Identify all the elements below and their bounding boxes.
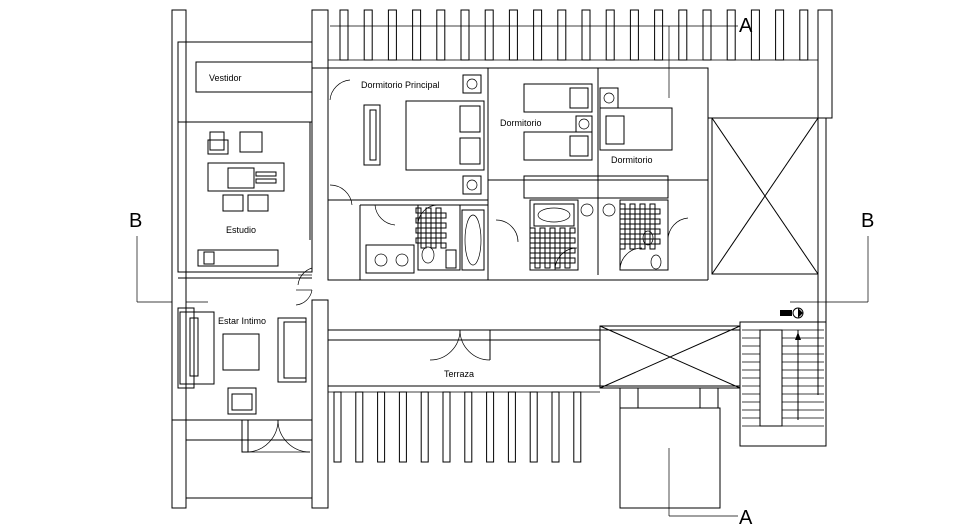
bottom-terrace-railing	[328, 391, 600, 463]
room-label-dormitorio-2: Dormitorio	[611, 155, 653, 165]
section-line-a	[330, 25, 738, 517]
bathroom-tiles	[415, 203, 661, 269]
room-label-terraza: Terraza	[444, 369, 475, 379]
room-label-dormitorio-principal: Dormitorio Principal	[361, 80, 440, 90]
section-mark-b-left: B	[129, 210, 143, 232]
room-label-estudio: Estudio	[226, 225, 257, 235]
left-wing	[177, 41, 313, 453]
bedrooms-plan	[487, 67, 709, 281]
section-line-b	[136, 236, 869, 303]
outer-walls	[171, 9, 833, 509]
section-mark-a-bottom: A	[739, 507, 753, 529]
top-balcony	[311, 9, 820, 69]
room-label-estar-intimo: Estar Intimo	[218, 316, 267, 326]
room-label-dormitorio-1: Dormitorio	[500, 118, 542, 128]
room-label-vestidor: Vestidor	[209, 73, 242, 83]
master-bedroom-plan	[327, 67, 489, 281]
staircase	[739, 307, 827, 447]
void-open	[708, 117, 819, 275]
section-mark-a-top: A	[739, 15, 753, 37]
terrace-corridor	[328, 325, 741, 509]
section-mark-b-right: B	[861, 210, 875, 232]
